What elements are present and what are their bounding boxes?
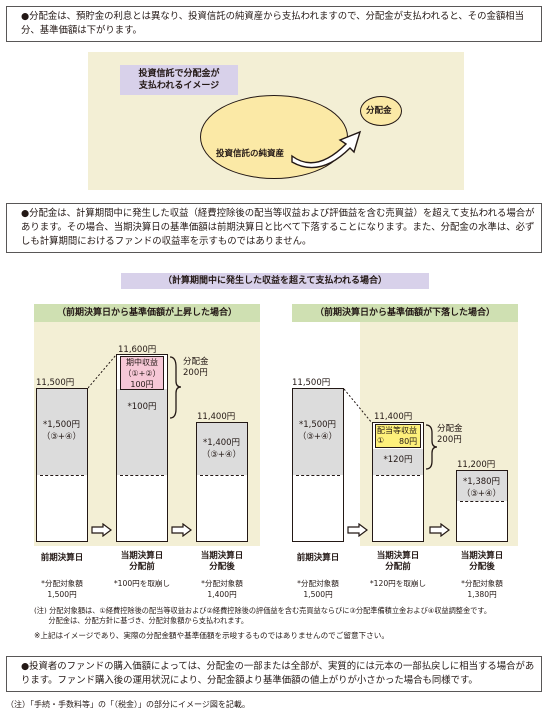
right-b3: *分配対象額 1,380円	[461, 579, 503, 599]
left-c3-top: 11,400円	[197, 412, 236, 422]
left-col-3: *1,400円 （③+④）	[196, 422, 248, 542]
note-1: ●分配金は、預貯金の利息とは異なり、投資信託の純資産から支払われますので、分配金…	[6, 6, 542, 42]
right-x2: 当期決算日 分配前	[376, 551, 420, 572]
curve-arrow-icon	[291, 130, 362, 169]
arrow-right-icon	[429, 523, 450, 537]
left-b1: *分配対象額 1,500円	[41, 579, 83, 599]
left-brace	[169, 356, 182, 419]
right-b1: *分配対象額 1,500円	[297, 579, 339, 599]
right-c3-top: 11,200円	[457, 460, 496, 470]
image1-tag: 投資信託で分配金が 支払われるイメージ	[120, 65, 238, 95]
footer-note: （注）「手続・手数料等」の「（税金）」の部分にイメージ図を記載。	[6, 700, 250, 709]
left-income: 期中収益 （①+②） 100円	[123, 358, 161, 389]
right-dist: 分配金 200円	[437, 424, 463, 445]
dist-blob	[360, 96, 402, 126]
right-c1-top: 11,500円	[292, 378, 331, 388]
right-income-label: 配当等収益	[377, 426, 417, 435]
right-x3: 当期決算日 分配後	[460, 551, 504, 572]
right-x1: 前期決算日	[296, 553, 340, 563]
right-c2-body: *120円	[383, 455, 413, 465]
left-c2-body: *100円	[127, 402, 157, 412]
right-income-box	[375, 424, 421, 448]
image2-tag: （計算期間中に発生した収益を超えて支払われる場合）	[121, 273, 429, 289]
right-brace	[425, 424, 438, 470]
right-dotted-lines	[344, 388, 373, 424]
arrow-right-icon	[171, 523, 192, 537]
left-b3: *分配対象額 1,400円	[201, 579, 243, 599]
footnote-2: ※上記はイメージであり、実際の分配金額や基準価額を示唆するものではありませんので…	[34, 631, 389, 640]
arrow-right-icon	[91, 523, 112, 537]
right-income-num: ①	[377, 436, 385, 445]
left-tag: （前期決算日から基準価額が上昇した場合）	[34, 304, 260, 322]
note-2: ●分配金は、計算期間中に発生した収益（経費控除後の配当等収益および評価益を含む売…	[6, 203, 542, 253]
right-c1-body: *1,500円 （③+④）	[297, 420, 338, 442]
left-c3-body: *1,400円 （③+④）	[201, 438, 242, 460]
note-3-text: ●投資者のファンドの購入価額によっては、分配金の一部または全部が、実質的には元本…	[21, 661, 535, 686]
left-dotted-lines	[88, 354, 117, 389]
assets-label: 投資信託の純資産	[216, 149, 285, 159]
left-c1-top: 11,500円	[36, 378, 75, 388]
note-1-text: ●分配金は、預貯金の利息とは異なり、投資信託の純資産から支払われますので、分配金…	[21, 11, 524, 36]
left-x1: 前期決算日	[40, 553, 84, 563]
left-dist: 分配金 200円	[183, 357, 209, 378]
right-c2-top: 11,400円	[374, 412, 413, 422]
left-x2: 当期決算日 分配前	[120, 551, 164, 572]
left-x3: 当期決算日 分配後	[200, 551, 244, 572]
left-b2: *100円を取崩し	[113, 579, 171, 588]
left-col-1: *1,500円 （③+④）	[36, 388, 88, 542]
footnote-1: (注) 分配対象額は、①経費控除後の配当等収益および②経費控除後の評価益を含む売…	[34, 606, 492, 625]
dist-label: 分配金	[366, 106, 392, 116]
right-col-3: *1,380円 （③+④）	[456, 470, 508, 542]
note-3: ●投資者のファンドの購入価額によっては、分配金の一部または全部が、実質的には元本…	[6, 656, 542, 692]
left-income-box	[120, 356, 164, 390]
left-c2-top: 11,600円	[118, 345, 157, 355]
right-income-val: 80円	[399, 437, 418, 446]
right-tag: （前期決算日から基準価額が下落した場合）	[292, 304, 518, 322]
arrow-right-icon	[347, 523, 368, 537]
note-2-text: ●分配金は、計算期間中に発生した収益（経費控除後の配当等収益および評価益を含む売…	[21, 208, 535, 247]
right-b2: *120円を取崩し	[369, 579, 427, 588]
right-col-1: *1,500円 （③+④）	[292, 388, 344, 542]
left-c1-body: *1,500円 （③+④）	[41, 420, 82, 442]
right-c3-body: *1,380円 （③+④）	[461, 477, 502, 499]
